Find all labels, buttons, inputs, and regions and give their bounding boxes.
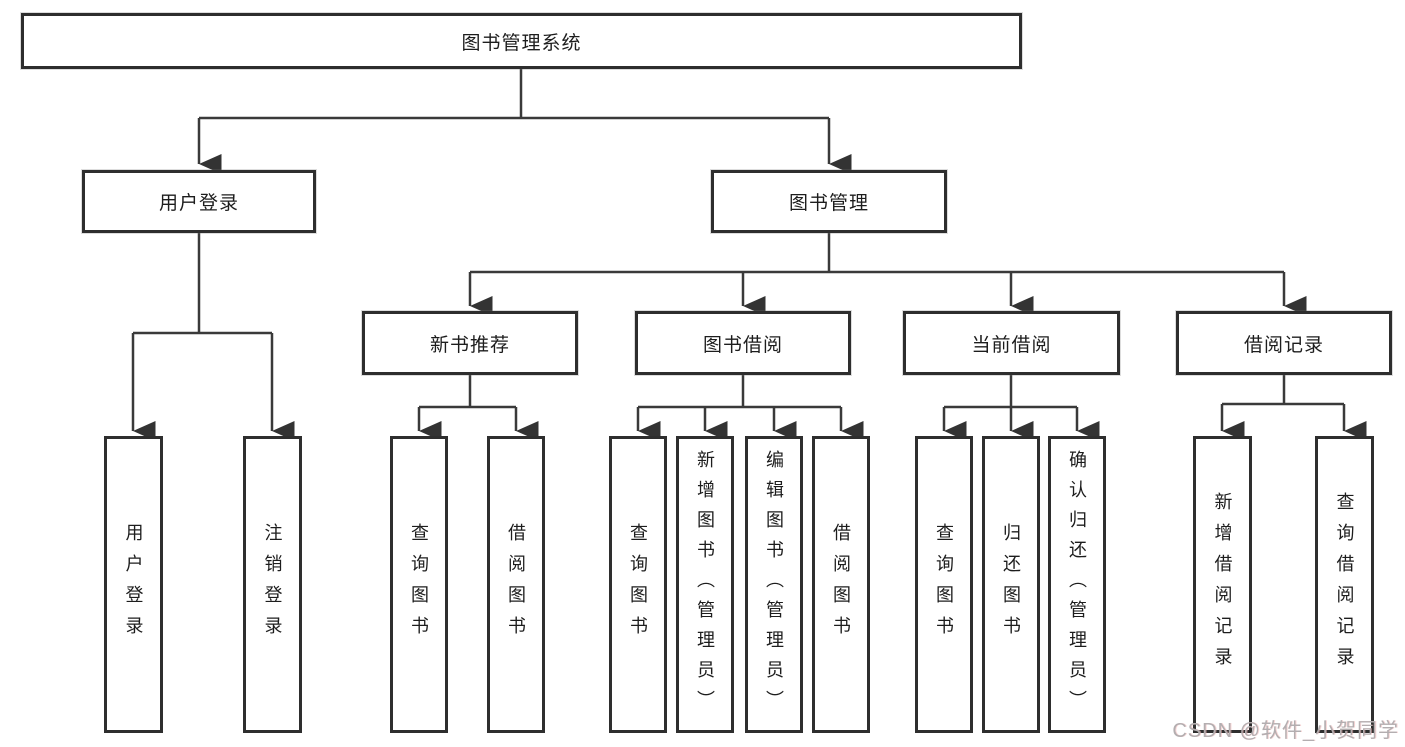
leaf-return-books-label: 归还图书: [1001, 522, 1021, 647]
leaf-add-borrow-record-label: 新增借阅记录: [1212, 491, 1233, 678]
leaf-confirm-return-admin: 确认归还（管理员）: [1048, 436, 1106, 733]
leaf-add-book-admin-label: 新增图书（管理员）: [695, 449, 715, 720]
leaf-user-login-label: 用户登录: [123, 522, 144, 647]
node-new-book-recommend: 新书推荐: [362, 311, 578, 375]
node-book-borrow: 图书借阅: [635, 311, 851, 375]
node-root-library-system: 图书管理系统: [21, 13, 1022, 69]
leaf-borrow-books-borrow-label: 借阅图书: [831, 522, 851, 647]
leaf-add-borrow-record: 新增借阅记录: [1193, 436, 1252, 733]
leaf-add-book-admin: 新增图书（管理员）: [676, 436, 734, 733]
leaf-logout: 注销登录: [243, 436, 302, 733]
leaf-borrow-books-newbook-label: 借阅图书: [506, 522, 526, 647]
leaf-query-books-current-label: 查询图书: [934, 522, 954, 647]
leaf-user-login: 用户登录: [104, 436, 163, 733]
leaf-borrow-books-newbook: 借阅图书: [487, 436, 545, 733]
leaf-query-books-borrow: 查询图书: [609, 436, 667, 733]
leaf-edit-book-admin-label: 编辑图书（管理员）: [764, 449, 784, 720]
leaf-query-borrow-record-label: 查询借阅记录: [1334, 491, 1355, 678]
leaf-edit-book-admin: 编辑图书（管理员）: [745, 436, 803, 733]
leaf-query-books-current: 查询图书: [915, 436, 973, 733]
watermark: CSDN @软件_小贺同学: [1172, 720, 1399, 742]
leaf-query-books-newbook-label: 查询图书: [409, 522, 429, 647]
leaf-borrow-books-borrow: 借阅图书: [812, 436, 870, 733]
leaf-query-books-borrow-label: 查询图书: [628, 522, 648, 647]
node-current-borrow: 当前借阅: [903, 311, 1120, 375]
node-borrow-records: 借阅记录: [1176, 311, 1392, 375]
leaf-query-books-newbook: 查询图书: [390, 436, 448, 733]
leaf-return-books: 归还图书: [982, 436, 1040, 733]
node-user-login: 用户登录: [82, 170, 316, 233]
leaf-logout-label: 注销登录: [262, 522, 283, 647]
leaf-query-borrow-record: 查询借阅记录: [1315, 436, 1374, 733]
leaf-confirm-return-admin-label: 确认归还（管理员）: [1067, 449, 1087, 720]
node-book-management: 图书管理: [711, 170, 947, 233]
